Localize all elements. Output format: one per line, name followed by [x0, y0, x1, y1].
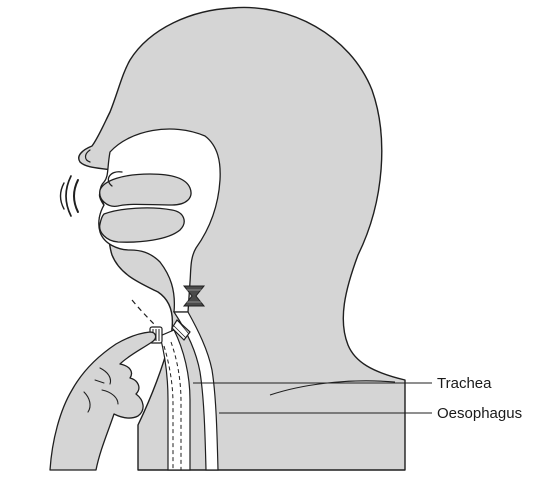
oesophagus-label: Oesophagus: [437, 406, 522, 421]
motion-arc: [132, 300, 154, 324]
trachea-label: Trachea: [437, 376, 491, 391]
voice-waves-icon: [61, 176, 79, 216]
tongue-palate: [100, 174, 191, 206]
